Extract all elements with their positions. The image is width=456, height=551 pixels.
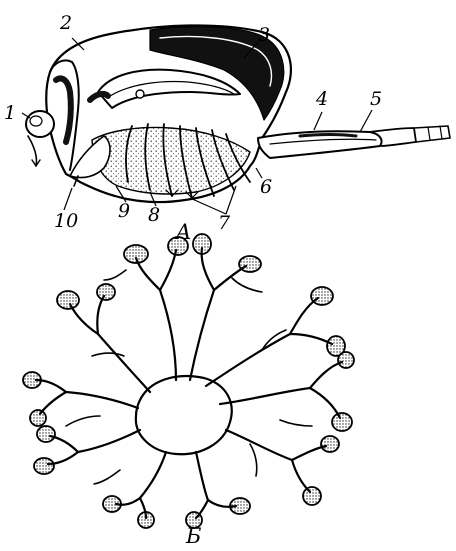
callout-3: 3 [258, 26, 270, 45]
callout-5: 5 [370, 90, 382, 109]
furca [414, 126, 450, 142]
callout-1: 1 [4, 104, 16, 123]
callout-6: 6 [260, 178, 272, 197]
callout-9: 9 [118, 202, 130, 221]
central-mass [136, 376, 232, 454]
callout-10: 10 [54, 212, 78, 231]
animal-drawing-a [26, 25, 450, 202]
branched-organ-drawing-b [23, 234, 354, 528]
callout-8: 8 [148, 206, 160, 225]
callout-2: 2 [60, 14, 72, 33]
callout-4: 4 [316, 90, 328, 109]
part-label-b: Б [186, 526, 201, 547]
part-label-a: A [176, 222, 191, 243]
callout-7: 7 [218, 214, 230, 233]
